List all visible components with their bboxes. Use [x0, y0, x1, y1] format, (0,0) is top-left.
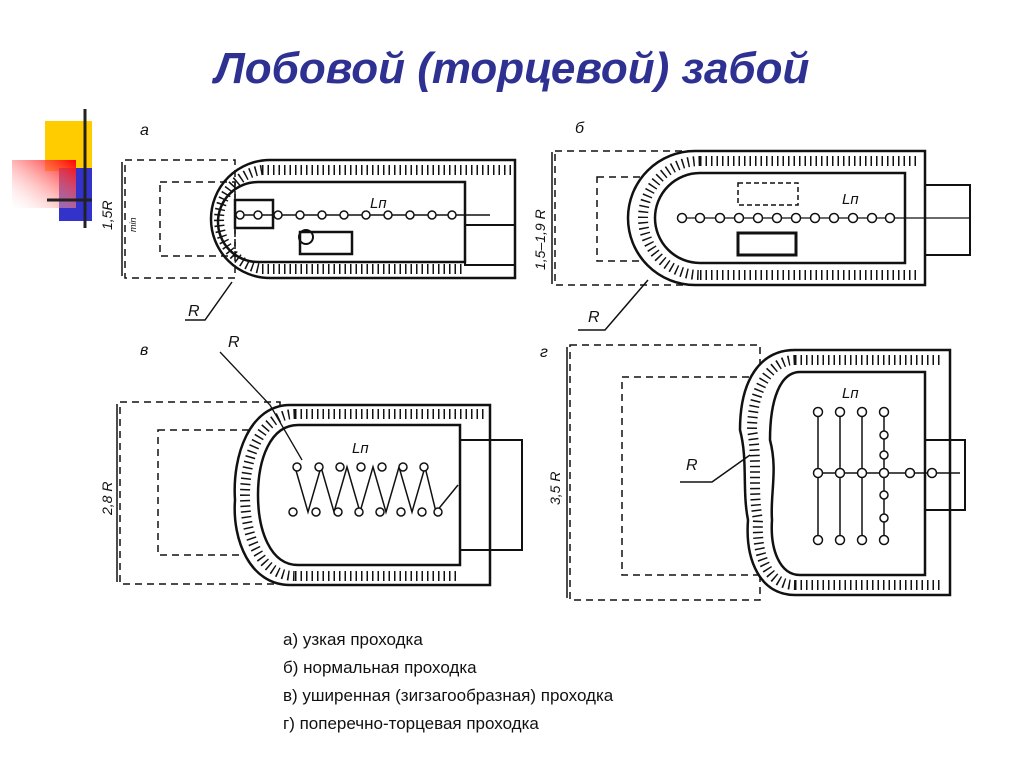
legend-item-c: в) уширенная (зигзагообразная) проходка — [283, 686, 614, 705]
legend: а) узкая проходка б) нормальная проходка… — [283, 626, 613, 738]
panel-letter: а — [140, 122, 149, 139]
page-title: Лобовой (торцевой) забой — [214, 44, 810, 93]
length-label: Lп — [842, 191, 859, 208]
panel-b: б 1,5–1,9 R Lп R — [532, 120, 971, 331]
radius-label: R — [228, 334, 240, 351]
dimension-sub-label: min — [128, 217, 138, 232]
length-label: Lп — [370, 195, 387, 212]
dimension-label: 1,5R — [99, 200, 115, 230]
panel-letter: г — [540, 344, 548, 361]
dimension-label: 3,5 R — [547, 472, 563, 505]
length-label: Lп — [352, 440, 369, 457]
legend-item-d: г) поперечно-торцевая проходка — [283, 714, 539, 733]
radius-label: R — [188, 303, 200, 320]
panel-letter: б — [575, 120, 585, 137]
length-label: Lп — [842, 385, 859, 402]
decorative-squares — [12, 109, 92, 228]
radius-label: R — [686, 457, 698, 474]
radius-label: R — [588, 309, 600, 326]
panel-letter: в — [140, 342, 148, 359]
panel-a: а 1,5R min Lп R — [99, 122, 517, 321]
dimension-label: 2,8 R — [99, 482, 115, 516]
dimension-label: 1,5–1,9 R — [532, 209, 548, 270]
legend-item-b: б) нормальная проходка — [283, 658, 477, 677]
panel-c: в 2,8 R Lп R — [99, 334, 523, 587]
legend-item-a: а) узкая проходка — [283, 630, 423, 649]
panel-d: г 3,5 R Lп R — [540, 344, 966, 601]
